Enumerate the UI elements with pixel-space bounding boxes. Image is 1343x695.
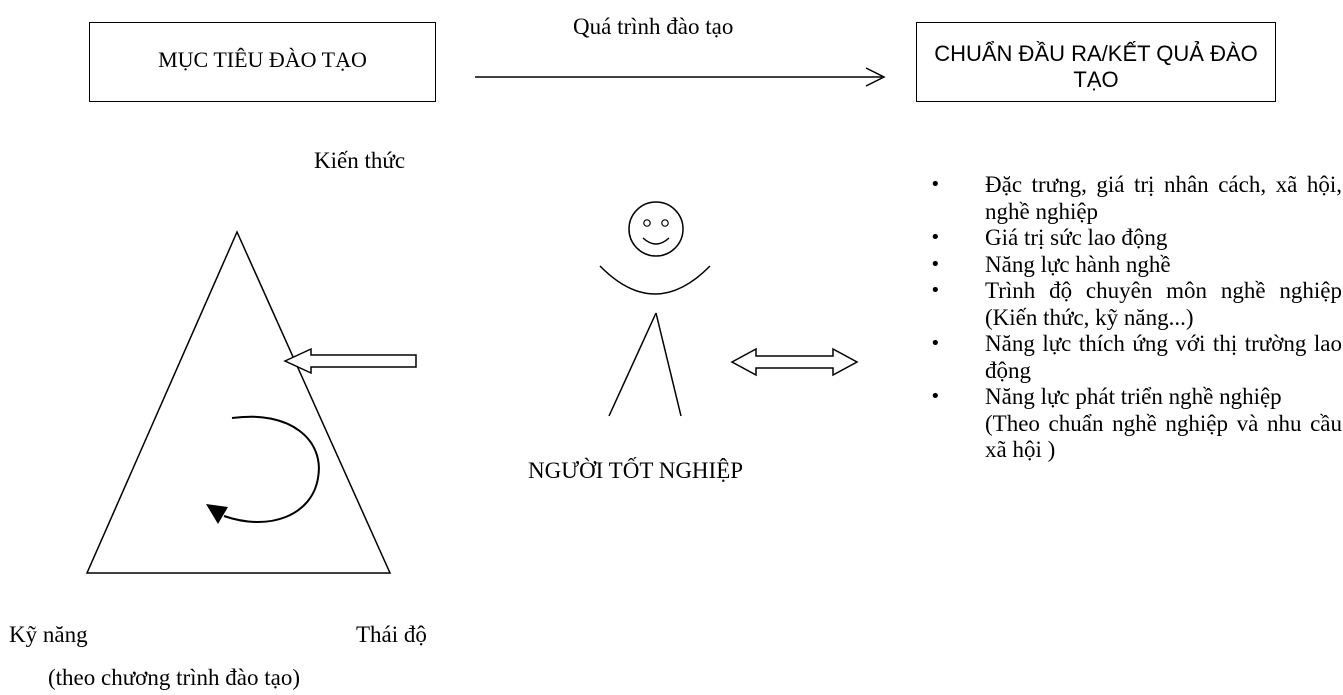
outcome-item: Năng lực hành nghề — [930, 252, 1342, 279]
process-arrow — [475, 67, 886, 87]
skill-label: Kỹ năng — [9, 622, 88, 647]
outcome-item: Năng lực thích ứng với thị trường lao độ… — [930, 331, 1342, 384]
training-objective-label: MỤC TIÊU ĐÀO TẠO — [158, 47, 367, 72]
graduate-label: NGƯỜI TỐT NGHIỆP — [528, 458, 744, 483]
double-hollow-arrow-icon — [730, 347, 859, 377]
attitude-label: Thái độ — [356, 622, 427, 647]
process-label: Quá trình đào tạo — [573, 14, 734, 39]
outcome-item: Trình độ chuyên môn nghề nghiệp (Kiến th… — [930, 278, 1342, 331]
learning-outcome-box: CHUẨN ĐẦU RA/KẾT QUẢ ĐÀO TẠO — [916, 22, 1276, 102]
learning-outcome-label: CHUẨN ĐẦU RA/KẾT QUẢ ĐÀO TẠO — [934, 41, 1258, 92]
graduate-figure-icon — [599, 201, 711, 417]
outcome-item: Giá trị sức lao động — [930, 225, 1342, 252]
knowledge-skill-attitude-triangle — [85, 230, 392, 574]
cycle-arrow-icon — [206, 415, 320, 524]
outcome-item-text: Năng lực phát triển nghề nghiệp — [985, 384, 1282, 409]
triangle-caption: (theo chương trình đào tạo) — [48, 665, 301, 690]
knowledge-label: Kiến thức — [314, 148, 406, 173]
training-objective-box: MỤC TIÊU ĐÀO TẠO — [89, 22, 436, 102]
outcome-item: Đặc trưng, giá trị nhân cách, xã hội, ng… — [930, 172, 1342, 225]
outcome-note: (Theo chuẩn nghề nghiệp và nhu cầu xã hộ… — [985, 410, 1342, 463]
outcome-item: Năng lực phát triển nghề nghiệp (Theo ch… — [930, 384, 1342, 464]
left-hollow-arrow-icon — [283, 347, 417, 375]
outcome-list: Đặc trưng, giá trị nhân cách, xã hội, ng… — [930, 172, 1342, 464]
